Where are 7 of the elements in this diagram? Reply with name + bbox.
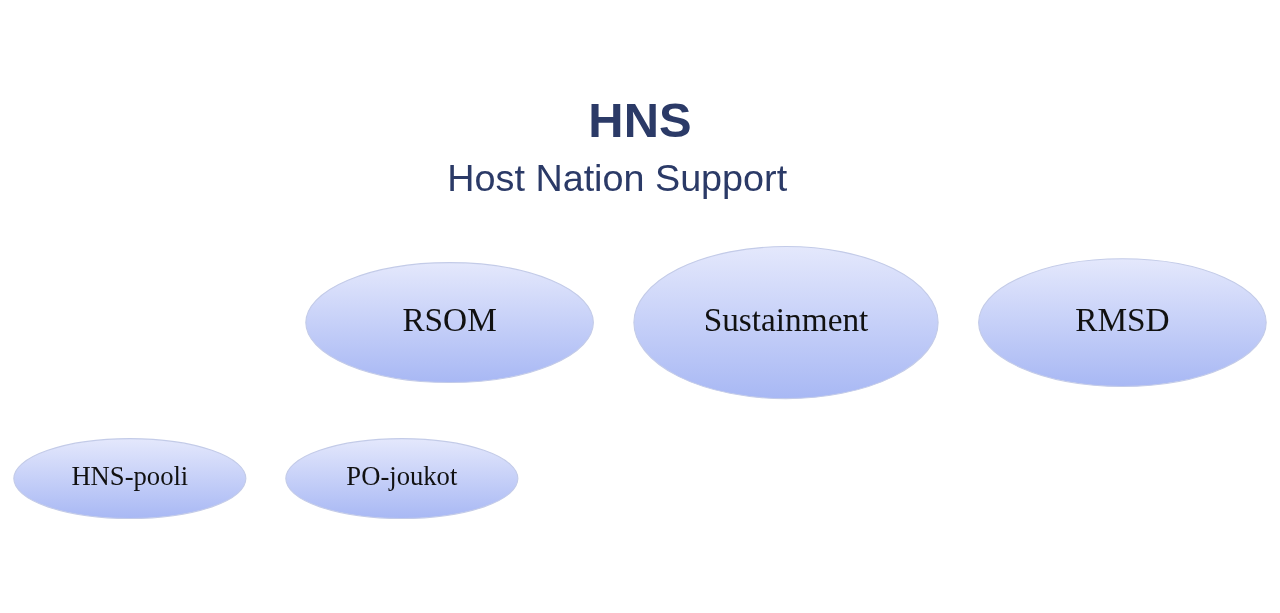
- node-ellipse: RMSD: [978, 258, 1267, 387]
- node-ellipse: RSOM: [305, 262, 594, 384]
- diagram-title: HNS: [588, 92, 692, 147]
- node-ellipse: PO-joukot: [285, 438, 519, 520]
- node-ellipse: Sustainment: [633, 246, 939, 400]
- label: Host Nation Support: [447, 157, 788, 200]
- node-ellipse: HNS-pooli: [13, 438, 247, 520]
